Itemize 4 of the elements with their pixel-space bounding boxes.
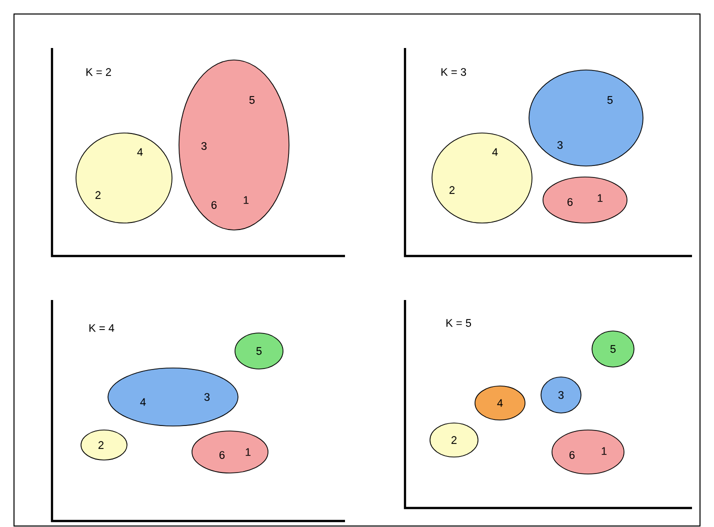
panel-title: K = 3 [441, 68, 466, 76]
panel-title: K = 4 [89, 324, 114, 332]
panel-title: K = 5 [446, 319, 472, 327]
panel-title: K = 2 [86, 68, 111, 76]
